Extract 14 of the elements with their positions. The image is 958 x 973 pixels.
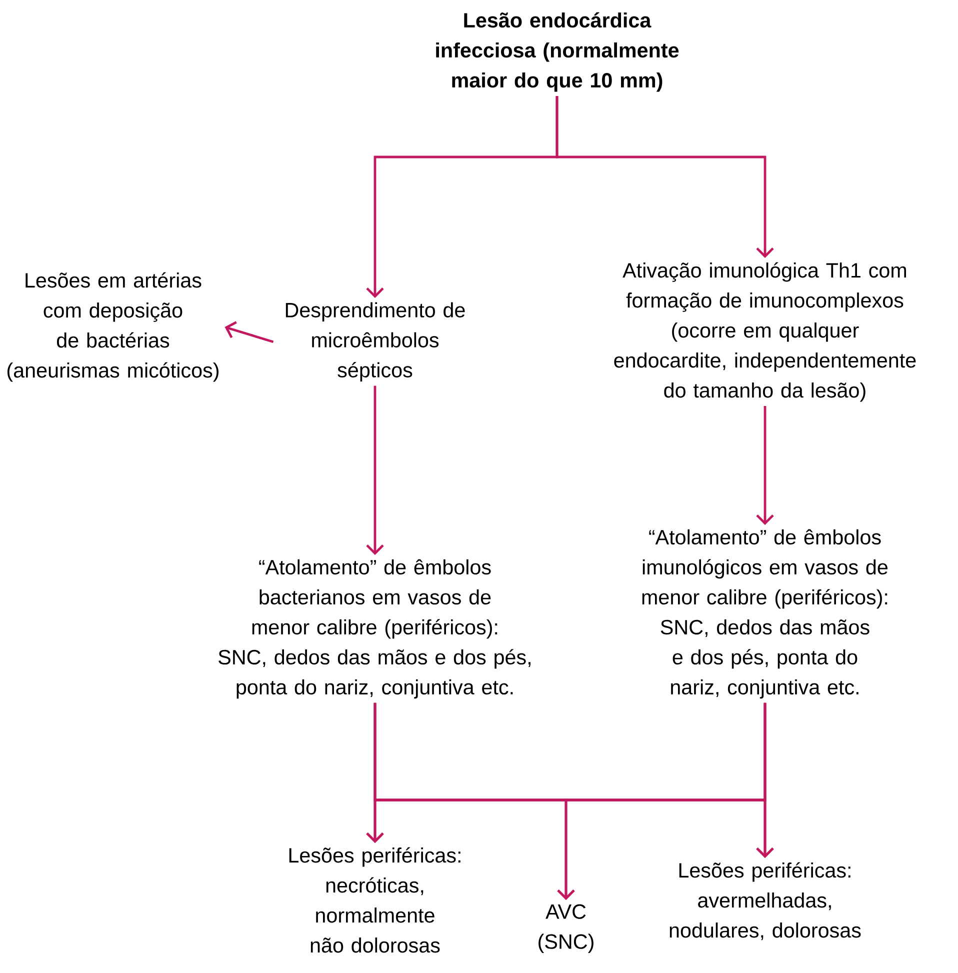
flow-text: Lesões em artérias com deposição de bactérias (aneurismas micóticos) — [7, 272, 218, 382]
flow-text: Lesões periféricas: avermelhadas, nodulares, dolorosas — [670, 862, 861, 940]
arrow — [224, 321, 274, 344]
arrow — [366, 386, 384, 555]
flow-text: AVC (SNC) — [538, 904, 594, 953]
flow-text: Lesões periféricas: necróticas, normalmente não dolorosas — [289, 847, 460, 953]
flow-text: Ativação imunológica Th1 com formação de imunocomplexos (ocorre em qualquer endocardite, independentemente do tamanho da lesão) — [614, 262, 916, 402]
heading-text: Lesão endocárdica infecciosa (normalmente maior do que 10 mm) — [436, 12, 679, 92]
flow-text: “Atolamento” de êmbolos imunológicos em vasos de menor calibre (periféricos): SNC, dedos das mãos e dos pés, ponta do nariz, conjuntiva etc. — [642, 529, 888, 699]
flow-text: Desprendimento de microêmbolos sépticos — [286, 302, 465, 382]
arrow — [756, 406, 774, 525]
arrow — [556, 96, 774, 258]
flow-text: “Atolamento” de êmbolos bacterianos em vasos de menor calibre (periféricos): SNC, dedos das mãos e dos pés, ponta do nariz, conjuntiva etc. — [218, 559, 530, 699]
arrow — [756, 702, 774, 858]
